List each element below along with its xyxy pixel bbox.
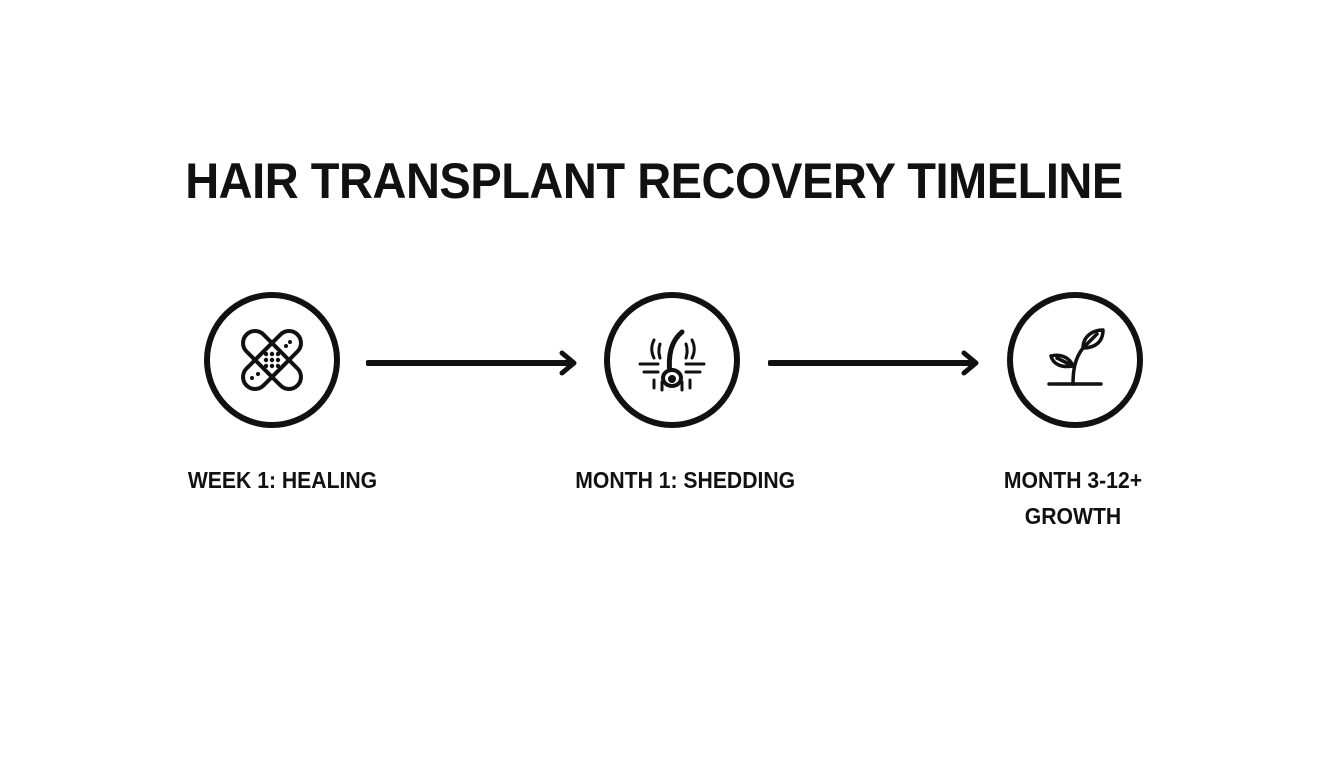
arrow-2-to-3 xyxy=(768,350,979,376)
stage-3-label-line-1: MONTH 3-12+ xyxy=(1003,467,1143,493)
bandage-icon xyxy=(241,329,303,391)
diagram-title: HAIR TRANSPLANT RECOVERY TIMELINE xyxy=(185,153,1123,209)
stage-3-label-line-2: GROWTH xyxy=(1024,503,1122,529)
hair-follicle-icon xyxy=(638,329,706,392)
arrow-1-to-2 xyxy=(366,350,577,376)
stage-3-label: MONTH 3-12+ GROWTH xyxy=(995,462,1151,534)
stage-2-circle xyxy=(604,292,740,428)
stage-1-circle xyxy=(204,292,340,428)
sprout-icon xyxy=(1047,328,1105,386)
stage-3-circle xyxy=(1007,292,1143,428)
stage-1-label: WEEK 1: HEALING xyxy=(187,467,378,493)
stage-2-label: MONTH 1: SHEDDING xyxy=(575,467,796,493)
